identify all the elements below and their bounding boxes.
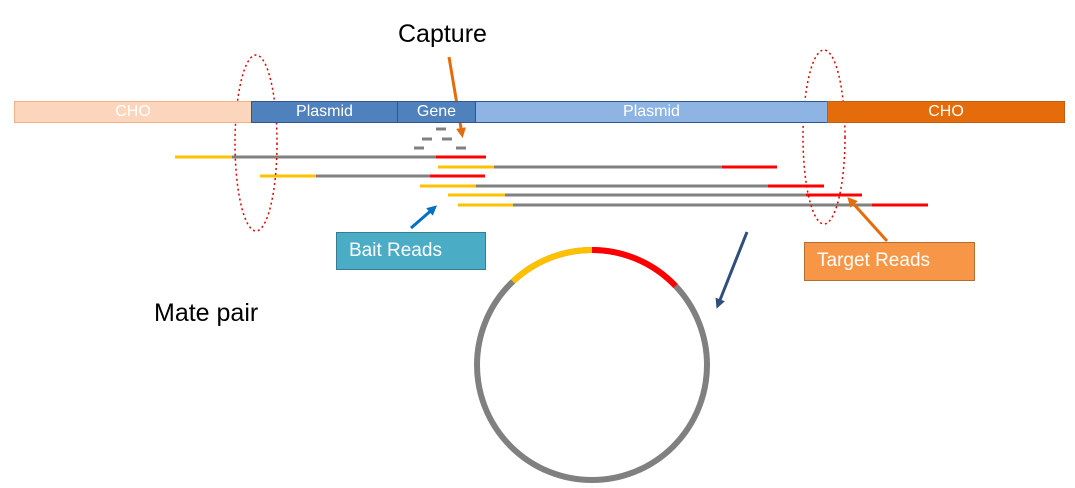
gene-segment: Gene: [397, 101, 476, 123]
cho-right-label: CHO: [928, 103, 964, 120]
mate-pair-label: Mate pair: [154, 299, 259, 327]
bait-reads-label: Bait Reads: [349, 240, 442, 261]
plasmid-right-segment: Plasmid: [475, 101, 828, 123]
target-reads-arrow: [847, 197, 889, 243]
circularization-arrow: [715, 231, 749, 309]
target-reads-box: Target Reads: [804, 242, 975, 281]
cho-left-label: CHO: [115, 103, 151, 120]
cho-left-segment: CHO: [14, 101, 252, 123]
target-reads-label: Target Reads: [817, 250, 931, 271]
cho-right-segment: CHO: [827, 101, 1065, 123]
capture-label: Capture: [398, 20, 487, 48]
plasmid-right-label: Plasmid: [623, 103, 680, 120]
right-junction-ellipse: [802, 49, 846, 225]
left-junction-ellipse: [234, 54, 278, 232]
circle-target-segment: [591, 247, 678, 289]
plasmid-left-segment: Plasmid: [251, 101, 398, 123]
gene-label: Gene: [416, 103, 457, 120]
bait-reads-arrow: [410, 205, 438, 230]
bait-reads-box: Bait Reads: [336, 232, 486, 270]
plasmid-left-label: Plasmid: [296, 103, 353, 120]
capture-fragments: [414, 127, 466, 150]
circle-bait-segment: [510, 247, 593, 284]
